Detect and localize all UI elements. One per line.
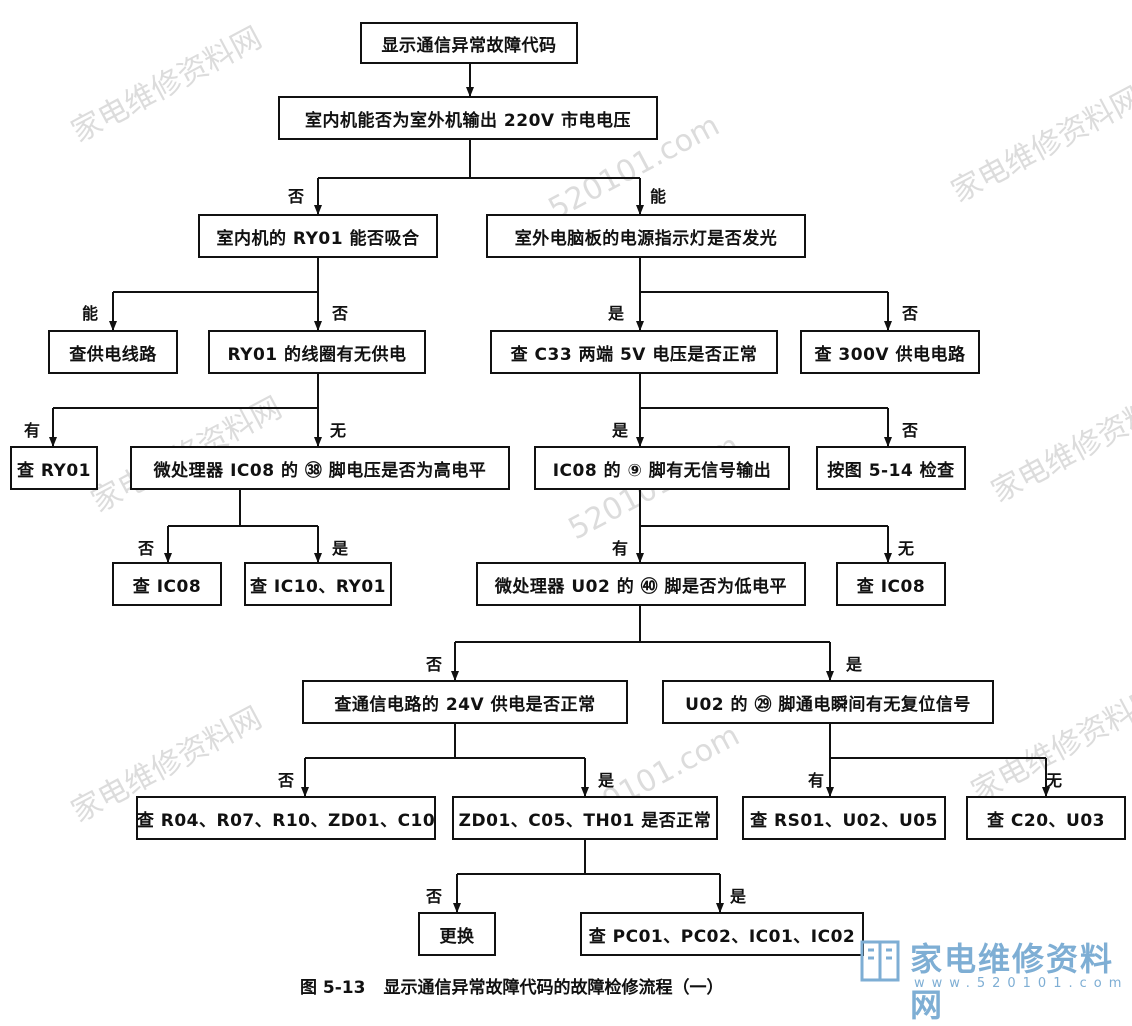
- node-replace: 更换: [418, 912, 496, 956]
- branch-label-has: 有: [808, 771, 825, 790]
- branch-label-none: 无: [330, 421, 347, 440]
- site-logo: 家电维修资料网 www.520101.com: [858, 928, 1130, 1024]
- site-logo-name: 家电维修资料网: [910, 940, 1115, 1024]
- node-ic08-pin9-signal: IC08 的 ⑨ 脚有无信号输出: [534, 446, 790, 490]
- node-check-c20-u03: 查 C20、U03: [966, 796, 1126, 840]
- node-check-r04-r07-r10: 查 R04、R07、R10、ZD01、C10: [136, 796, 436, 840]
- branch-label-has: 有: [612, 539, 629, 558]
- site-logo-icon: [860, 940, 900, 982]
- branch-label-yes: 是: [846, 655, 863, 674]
- branch-label-no: 否: [426, 655, 443, 674]
- branch-label-no: 否: [902, 304, 919, 323]
- node-check-ic08-a: 查 IC08: [112, 562, 222, 606]
- branch-label-can: 能: [82, 304, 99, 323]
- branch-label-yes: 是: [332, 539, 349, 558]
- node-check-c33-5v: 查 C33 两端 5V 电压是否正常: [490, 330, 778, 374]
- branch-label-no: 否: [902, 421, 919, 440]
- node-u02-pin29-reset: U02 的 ㉙ 脚通电瞬间有无复位信号: [662, 680, 994, 724]
- node-display-comm-error: 显示通信异常故障代码: [360, 22, 578, 64]
- node-check-supply-line: 查供电线路: [48, 330, 178, 374]
- node-outdoor-power-indicator: 室外电脑板的电源指示灯是否发光: [486, 214, 806, 258]
- branch-label-yes: 是: [730, 887, 747, 906]
- branch-label-can: 能: [650, 187, 667, 206]
- figure-number: 图 5-13: [300, 978, 366, 998]
- node-check-ic08-b: 查 IC08: [836, 562, 946, 606]
- branch-label-yes: 是: [598, 771, 615, 790]
- node-check-300v: 查 300V 供电电路: [800, 330, 980, 374]
- node-check-ic10-ry01: 查 IC10、RY01: [244, 562, 392, 606]
- node-indoor-output-220v: 室内机能否为室外机输出 220V 市电电压: [278, 96, 658, 140]
- node-comm-24v-supply: 查通信电路的 24V 供电是否正常: [302, 680, 628, 724]
- node-check-rs01-u02-u05: 查 RS01、U02、U05: [742, 796, 946, 840]
- branch-label-no: 否: [138, 539, 155, 558]
- node-ry01-attract: 室内机的 RY01 能否吸合: [198, 214, 438, 258]
- node-check-ry01: 查 RY01: [10, 446, 98, 490]
- branch-label-none: 无: [1046, 771, 1063, 790]
- figure-title: 显示通信异常故障代码的故障检修流程（一）: [383, 978, 724, 998]
- node-ic08-pin38-high: 微处理器 IC08 的 ㊳ 脚电压是否为高电平: [130, 446, 510, 490]
- branch-label-no: 否: [426, 887, 443, 906]
- branch-label-no: 否: [332, 304, 349, 323]
- branch-label-no: 否: [278, 771, 295, 790]
- site-logo-url: www.520101.com: [914, 976, 1129, 991]
- branch-label-none: 无: [898, 539, 915, 558]
- branch-label-has: 有: [24, 421, 41, 440]
- branch-label-no: 否: [288, 187, 305, 206]
- node-see-fig-5-14: 按图 5-14 检查: [816, 446, 966, 490]
- node-ry01-coil-power: RY01 的线圈有无供电: [208, 330, 426, 374]
- node-zd01-c05-th01: ZD01、C05、TH01 是否正常: [452, 796, 718, 840]
- branch-label-yes: 是: [608, 304, 625, 323]
- branch-label-yes: 是: [612, 421, 629, 440]
- node-check-pc01-pc02-ic01-ic02: 查 PC01、PC02、IC01、IC02: [580, 912, 864, 956]
- node-u02-pin40-low: 微处理器 U02 的 ㊵ 脚是否为低电平: [476, 562, 806, 606]
- figure-caption: 图 5-13 显示通信异常故障代码的故障检修流程（一）: [300, 973, 723, 998]
